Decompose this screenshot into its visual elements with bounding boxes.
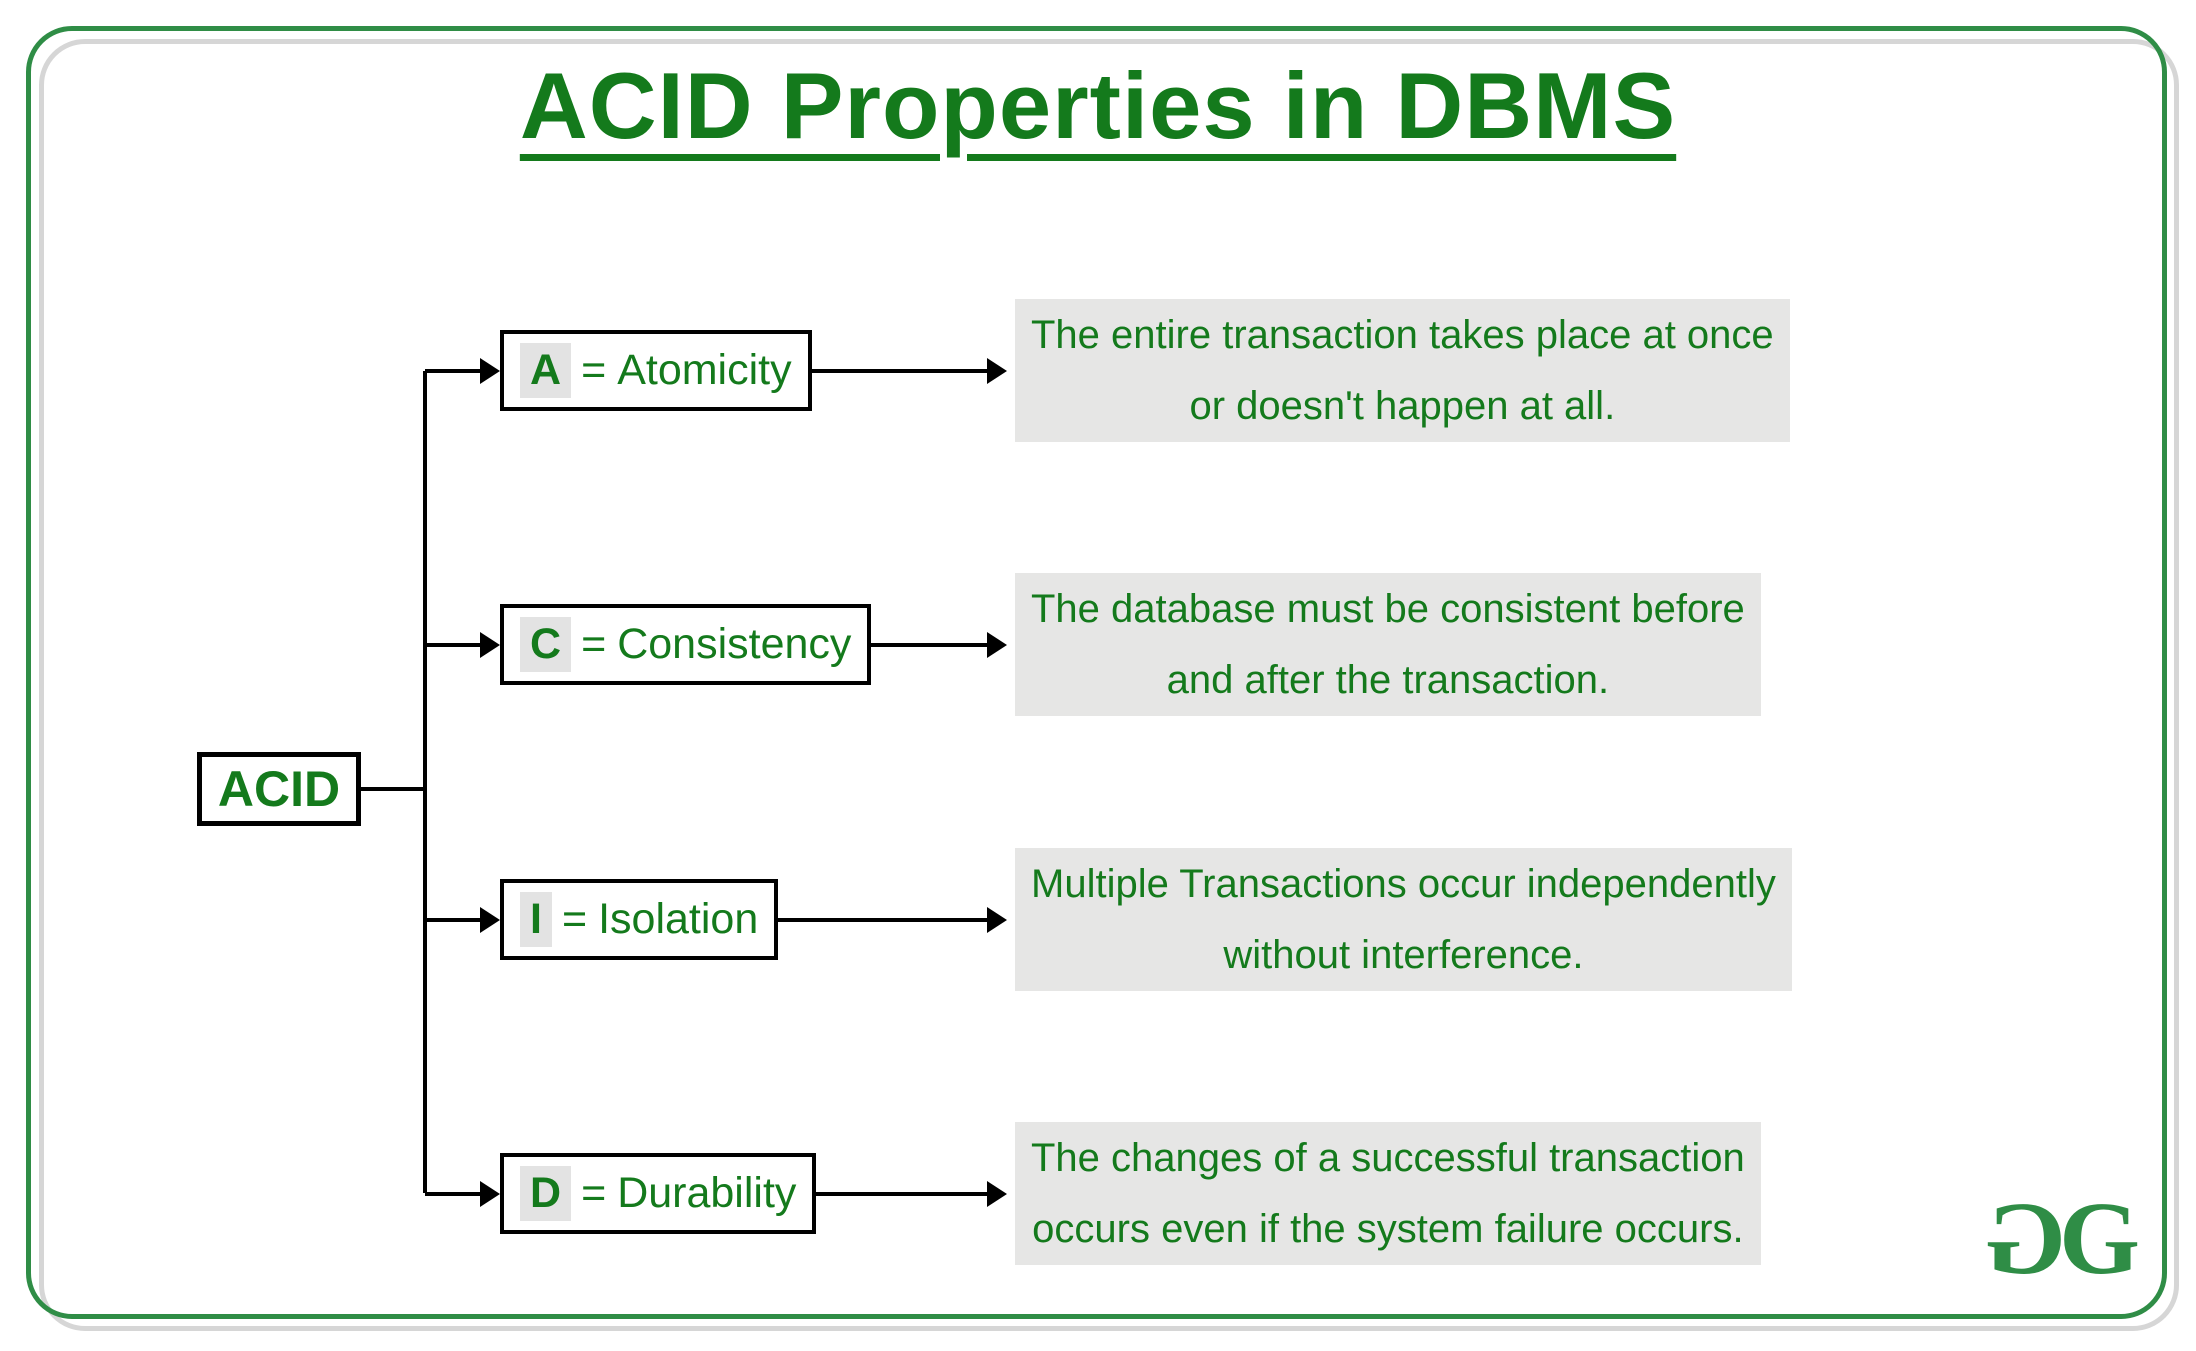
property-box: C = Consistency (500, 604, 872, 685)
root-connector-line (360, 787, 427, 791)
arrow-in-icon (425, 631, 500, 659)
logo-letter-flipped: G (1985, 1181, 2067, 1296)
description-line-2: without interference. (1223, 932, 1584, 977)
property-box: D = Durability (500, 1153, 817, 1234)
property-row: C = Consistency The database must be con… (425, 573, 1985, 716)
frame-border (26, 26, 2167, 1319)
property-description: The entire transaction takes place at on… (1015, 299, 1790, 442)
property-letter: A (520, 343, 572, 398)
property-row: D = Durability The changes of a successf… (425, 1122, 1985, 1265)
description-line-2: occurs even if the system failure occurs… (1032, 1206, 1744, 1251)
arrow-out-icon (778, 906, 1007, 934)
equals-sign: = (581, 346, 607, 394)
arrow-in-icon (425, 1180, 500, 1208)
arrow-in-icon (425, 357, 500, 385)
page-title: ACID Properties in DBMS (519, 53, 1677, 158)
arrow-in-icon (425, 906, 500, 934)
property-letter: D (520, 1166, 572, 1221)
property-name: Durability (617, 1169, 797, 1217)
description-line-2: and after the transaction. (1166, 657, 1610, 702)
arrow-out-icon (811, 357, 1008, 385)
property-box: A = Atomicity (500, 330, 812, 411)
arrow-out-icon (871, 631, 1007, 659)
description-line-2: or doesn't happen at all. (1189, 383, 1616, 428)
property-description: The changes of a successful transaction … (1015, 1122, 1761, 1265)
property-row: I = Isolation Multiple Transactions occu… (425, 848, 1985, 991)
root-label: ACID (217, 761, 341, 817)
frame-shadow-border (39, 39, 2179, 1331)
equals-sign: = (561, 895, 588, 943)
description-line-1: The database must be consistent before (1031, 586, 1745, 631)
property-description: Multiple Transactions occur independentl… (1015, 848, 1792, 991)
property-node-group: A = Atomicity (425, 299, 1008, 442)
equals-sign: = (581, 1169, 607, 1217)
description-line-1: Multiple Transactions occur independentl… (1031, 861, 1776, 906)
description-line-1: The changes of a successful transaction (1031, 1135, 1745, 1180)
root-node-acid: ACID (197, 752, 361, 826)
equals-sign: = (581, 620, 607, 668)
tree-trunk-line (423, 371, 427, 1193)
property-name: Consistency (617, 620, 852, 668)
arrow-out-icon (816, 1180, 1007, 1208)
property-box: I = Isolation (500, 879, 779, 960)
property-node-group: I = Isolation (425, 848, 1007, 991)
property-description: The database must be consistent before a… (1015, 573, 1761, 716)
property-name: Atomicity (617, 346, 792, 394)
geeksforgeeks-logo: GG (1985, 1181, 2140, 1296)
logo-letter: G (2059, 1181, 2140, 1296)
property-row: A = Atomicity The entire transaction tak… (425, 299, 1985, 442)
property-letter: C (520, 617, 572, 672)
property-name: Isolation (598, 895, 759, 943)
property-node-group: D = Durability (425, 1122, 1007, 1265)
property-letter: I (520, 892, 552, 947)
description-line-1: The entire transaction takes place at on… (1031, 312, 1774, 357)
property-node-group: C = Consistency (425, 573, 1007, 716)
